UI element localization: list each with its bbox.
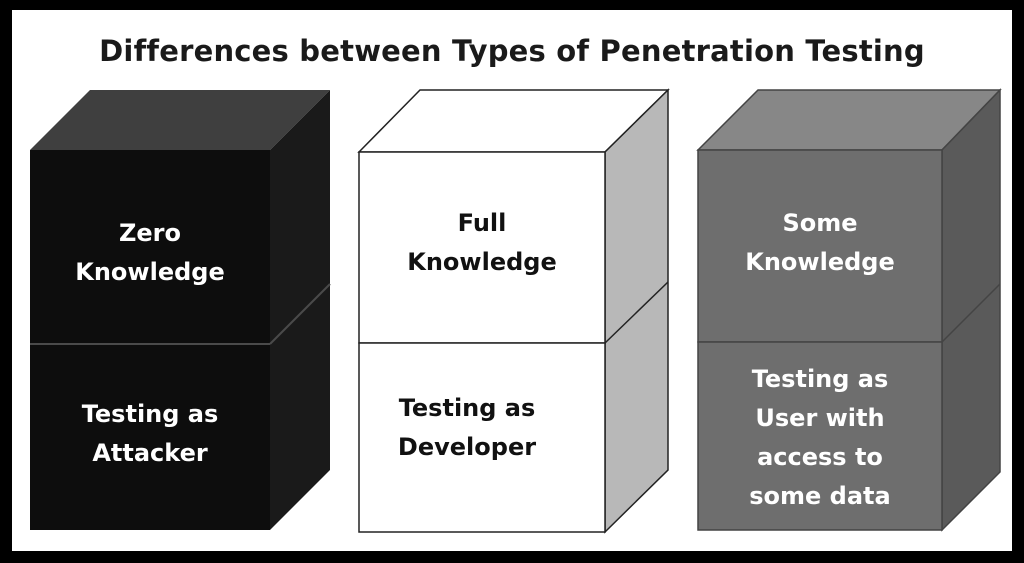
- label-line: Attacker: [92, 439, 208, 467]
- label-line: Knowledge: [407, 248, 557, 276]
- label-line: Testing as: [81, 400, 219, 428]
- label-line: Knowledge: [75, 258, 225, 286]
- label-line: Testing as: [751, 365, 889, 393]
- block-divider: [941, 283, 1001, 343]
- knowledge-block-front: [30, 150, 270, 344]
- some-knowledge-label: Some Knowledge: [698, 204, 942, 282]
- block-divider: [269, 283, 331, 345]
- testing-as-user-label: Testing as User with access to some data: [698, 360, 942, 516]
- zero-knowledge-label: Zero Knowledge: [30, 214, 270, 292]
- testing-as-developer-label: Testing as Developer: [359, 389, 575, 467]
- column-full-knowledge: [357, 88, 670, 534]
- testing-block-front: [697, 341, 943, 531]
- label-line: Testing as: [398, 394, 536, 422]
- column-some-knowledge: [696, 88, 1002, 532]
- column-zero-knowledge: [30, 90, 331, 530]
- cube-side-face: [941, 88, 1001, 532]
- block-divider: [604, 281, 669, 344]
- label-line: User with: [755, 404, 885, 432]
- cube-side-face: [604, 88, 669, 534]
- label-line: some data: [749, 482, 891, 510]
- testing-as-attacker-label: Testing as Attacker: [30, 395, 270, 473]
- label-line: Knowledge: [745, 248, 895, 276]
- testing-block-front: [358, 342, 606, 533]
- full-knowledge-label: Full Knowledge: [359, 204, 605, 282]
- label-line: access to: [757, 443, 883, 471]
- cube-diagram: [30, 88, 1002, 534]
- label-line: Zero: [118, 219, 181, 247]
- label-line: Developer: [397, 433, 537, 461]
- testing-block-front: [30, 344, 270, 530]
- label-line: Full: [457, 209, 507, 237]
- diagram-frame: Differences between Types of Penetration…: [12, 10, 1012, 551]
- knowledge-block-front: [358, 151, 606, 344]
- cube-side-face: [270, 90, 330, 530]
- label-line: Some: [782, 209, 858, 237]
- diagram-title: Differences between Types of Penetration…: [99, 34, 925, 68]
- cube-top-face: [30, 90, 330, 150]
